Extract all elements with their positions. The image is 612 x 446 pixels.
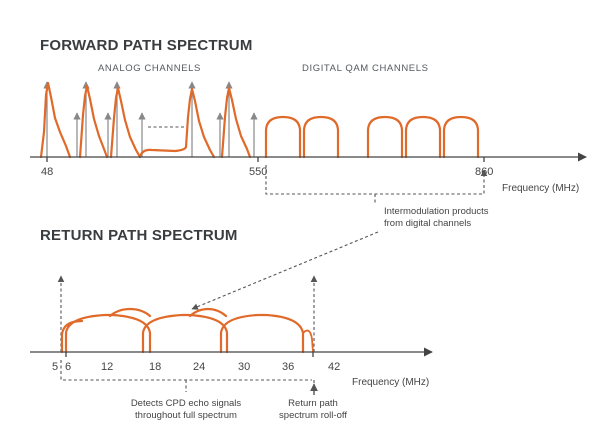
forward-path-title: FORWARD PATH SPECTRUM <box>40 37 253 54</box>
return-channel-shape <box>64 313 152 354</box>
tick-label-42: 42 <box>328 361 340 373</box>
analog-carriers <box>43 81 258 157</box>
tick-label-6: 6 <box>65 361 71 373</box>
tick-label-5: 5 <box>52 361 58 373</box>
qam-channel-shape <box>264 115 302 159</box>
cpd-note-line1: Detects CPD echo signals <box>131 398 242 409</box>
analog-channel-spectra <box>39 81 252 159</box>
intermod-bracket <box>265 165 488 195</box>
tick-label-24: 24 <box>193 361 205 373</box>
intermod-note-line1: Intermodulation products <box>384 206 489 217</box>
qam-channel-shape <box>404 115 442 159</box>
return-channel-shape <box>141 313 229 354</box>
rolloff-note-line1: Return path <box>288 398 338 409</box>
return-path-title: RETURN PATH SPECTRUM <box>40 227 238 244</box>
tick-label-550: 550 <box>249 166 267 178</box>
intermod-note-line2: from digital channels <box>384 218 471 229</box>
analog-channel-shape <box>220 86 252 159</box>
digital-qam-channels-label: DIGITAL QAM CHANNELS <box>302 63 429 74</box>
qam-channel-shape <box>442 115 480 159</box>
return-channel-edge <box>108 307 152 318</box>
intermod-arrow <box>191 231 379 310</box>
return-channel-edge <box>188 307 228 318</box>
tick-label-30: 30 <box>238 361 250 373</box>
forward-unit-label: Frequency (MHz) <box>502 183 579 194</box>
analog-channel-shape <box>109 86 142 159</box>
analog-channel-shape <box>138 87 216 159</box>
analog-channels-label: ANALOG CHANNELS <box>98 63 201 74</box>
tick-label-36: 36 <box>282 361 294 373</box>
cpd-bracket <box>60 360 312 381</box>
return-rolloff-shape <box>302 329 314 353</box>
return-channel-shape <box>60 319 84 354</box>
return-channel-shape <box>219 313 305 354</box>
qam-channel-shape <box>302 115 340 159</box>
tick-label-12: 12 <box>101 361 113 373</box>
return-unit-label: Frequency (MHz) <box>352 377 429 388</box>
tick-label-48: 48 <box>41 166 53 178</box>
cpd-note-line2: throughout full spectrum <box>135 410 237 421</box>
return-channel-spectra <box>60 307 314 354</box>
analog-channel-shape <box>39 81 72 159</box>
qam-channel-shape <box>366 115 404 159</box>
tick-label-18: 18 <box>149 361 161 373</box>
analog-channel-shape <box>78 84 109 159</box>
digital-qam-channels <box>264 115 480 159</box>
rolloff-note-line2: spectrum roll-off <box>279 410 347 421</box>
